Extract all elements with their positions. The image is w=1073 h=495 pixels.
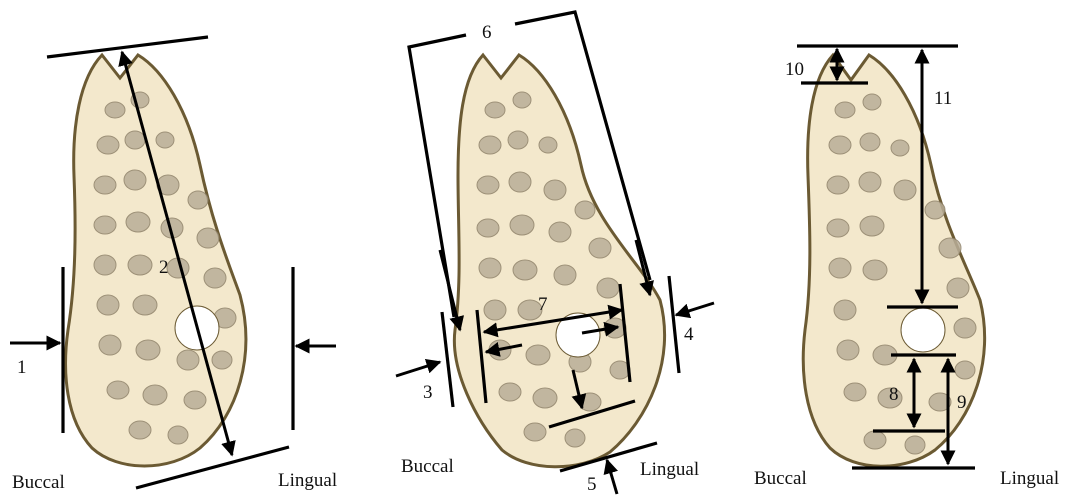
measurement-label-4: 4 [684,324,694,345]
measurement-label-5: 5 [587,474,597,495]
buccal-tangent-line-3 [442,312,453,407]
measurement-label-11: 11 [934,88,952,109]
arrow-3 [396,362,440,376]
tooth-section-2 [454,55,664,467]
measurement-label-9: 9 [957,392,967,413]
panel-1: 1 2 Buccal Lingual [10,37,337,493]
panel-2: 6 3 4 7 5 Buccal Lingual [396,12,714,495]
panel-3: 10 11 8 9 Buccal Lingual [754,46,1059,489]
lingual-label-3: Lingual [1000,468,1059,489]
measurement-label-7: 7 [538,294,548,315]
measurement-label-6: 6 [482,22,492,43]
buccal-label-3: Buccal [754,468,807,489]
pulp-canal [901,308,945,352]
lingual-label-2: Lingual [640,459,699,480]
measurement-label-8: 8 [889,384,899,405]
lingual-tangent-line-4 [669,276,679,373]
buccal-label-2: Buccal [401,456,454,477]
measurement-label-2: 2 [159,257,169,278]
arrow-5 [607,460,617,494]
measurement-label-1: 1 [17,357,27,378]
buccal-label-1: Buccal [12,472,65,493]
top-tangent-line-2 [47,37,208,57]
measurement-label-3: 3 [423,382,433,403]
lingual-label-1: Lingual [278,470,337,491]
arrow-4 [676,303,714,315]
measurement-label-10: 10 [785,59,804,80]
